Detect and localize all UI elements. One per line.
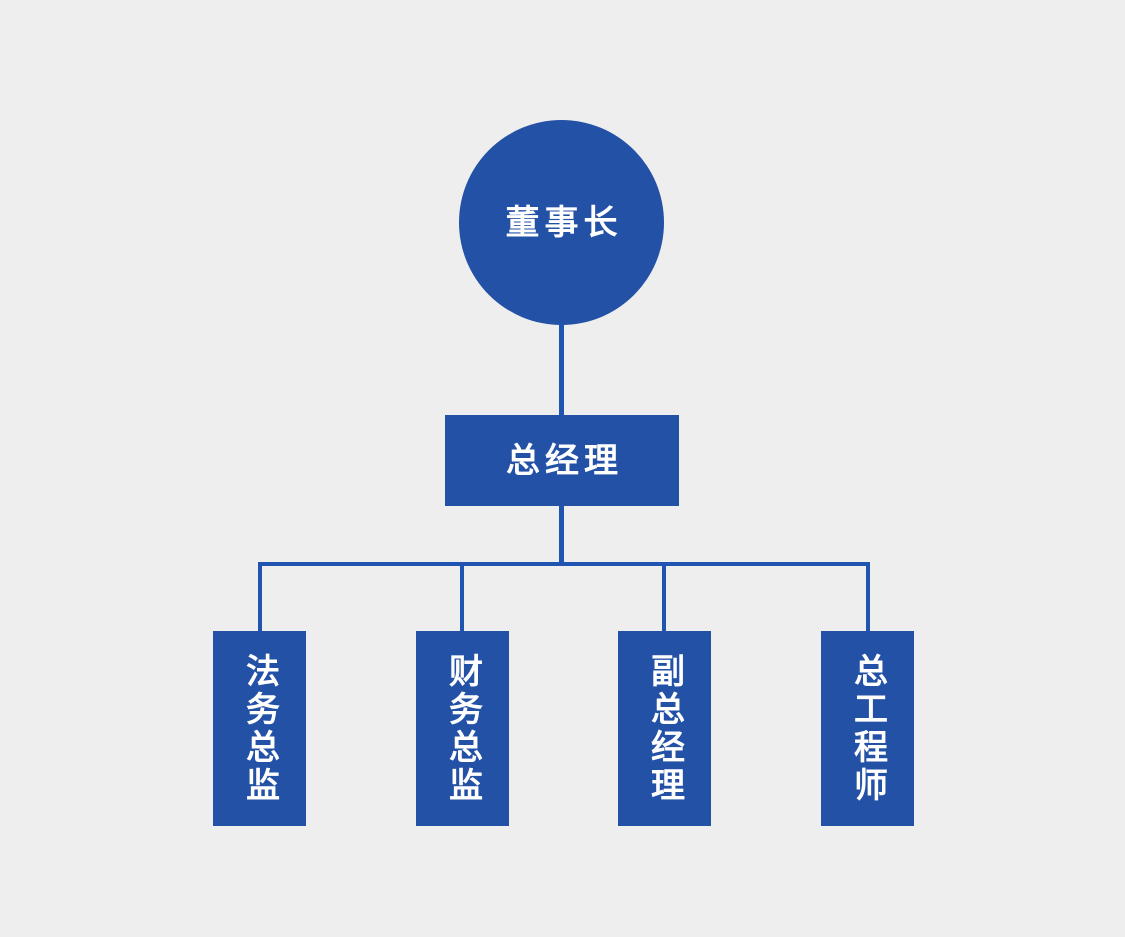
node-general-manager-label: 总经理 (506, 441, 623, 480)
node-chief-engineer-label: 总工程师 (848, 652, 887, 805)
node-chief-engineer[interactable]: 总工程师 (821, 631, 914, 826)
connector-drop-chief-engineer (866, 562, 870, 632)
node-general-manager[interactable]: 总经理 (445, 415, 679, 506)
node-chairman[interactable]: 董事长 (459, 120, 664, 325)
node-chairman-label: 董事长 (505, 203, 623, 242)
node-finance-director[interactable]: 财务总监 (416, 631, 509, 826)
node-legal-director[interactable]: 法务总监 (213, 631, 306, 826)
connector-branch-bar (258, 562, 870, 566)
connector-chairman-to-gm (559, 324, 564, 416)
connector-drop-legal (258, 562, 262, 632)
connector-drop-finance (460, 562, 464, 632)
node-finance-director-label: 财务总监 (443, 652, 482, 805)
connector-gm-to-branch (559, 505, 564, 565)
node-legal-director-label: 法务总监 (240, 652, 279, 805)
node-deputy-general-manager-label: 副总经理 (645, 652, 684, 805)
connector-drop-deputy-gm (662, 562, 666, 632)
node-deputy-general-manager[interactable]: 副总经理 (618, 631, 711, 826)
